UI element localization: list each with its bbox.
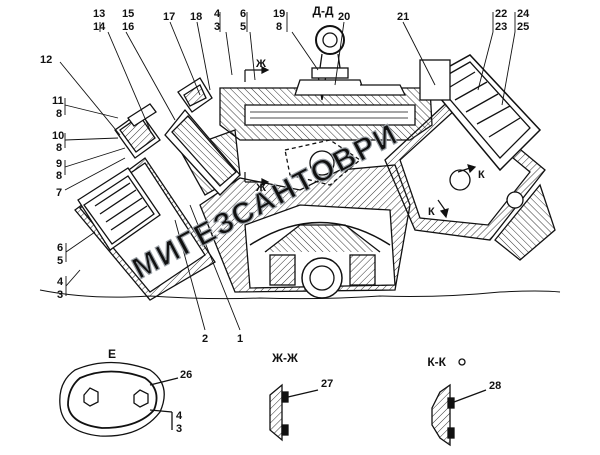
callout-8-c: 8 (56, 170, 62, 182)
callout-18: 18 (190, 11, 202, 23)
cut-marker-zh-top: Ж (255, 58, 266, 70)
callout-12: 12 (40, 54, 52, 66)
callout-13: 13 (93, 8, 105, 20)
callout-8-b: 8 (56, 142, 62, 154)
callout-2: 2 (202, 333, 208, 345)
callout-26: 26 (180, 369, 192, 381)
engine-block-section (39, 25, 561, 301)
callout-5-top: 5 (240, 21, 246, 33)
callout-25: 25 (517, 21, 529, 33)
cut-marker-k-right: К (478, 169, 485, 181)
callout-6-left: 6 (57, 242, 63, 254)
callout-5-left: 5 (57, 255, 63, 267)
callout-8-a: 8 (56, 108, 62, 120)
callout-4-e: 4 (176, 410, 183, 422)
callout-22: 22 (495, 8, 507, 20)
callout-3-e: 3 (176, 423, 182, 435)
section-title-k: К-К (427, 355, 446, 369)
callout-8-top: 8 (276, 21, 282, 33)
callout-3-top: 3 (214, 21, 220, 33)
section-title-zh: Ж-Ж (271, 351, 298, 365)
callout-24: 24 (517, 8, 530, 20)
callout-11: 11 (52, 95, 64, 107)
cut-marker-k-left: К (428, 206, 435, 218)
callout-10: 10 (52, 130, 64, 142)
callout-15: 15 (122, 8, 134, 20)
callout-17: 17 (163, 11, 175, 23)
callout-28: 28 (489, 380, 501, 392)
callout-7: 7 (56, 187, 62, 199)
callout-1: 1 (237, 333, 243, 345)
section-title-e: Е (108, 347, 116, 361)
callout-19: 19 (273, 8, 285, 20)
labels: Д-Д Е Ж-Ж К-К Ж Ж К К 13 14 15 16 17 18 … (40, 4, 530, 435)
callout-14: 14 (93, 21, 106, 33)
callout-27: 27 (321, 378, 333, 390)
section-k-view (431, 358, 487, 447)
circle-marker-icon (458, 358, 466, 366)
section-title-main: Д-Д (312, 4, 334, 18)
section-zh-view (269, 383, 319, 442)
cut-lines (244, 66, 477, 219)
callout-16: 16 (122, 21, 134, 33)
callout-9: 9 (56, 158, 62, 170)
section-e-view (59, 361, 179, 437)
callout-6-top: 6 (240, 8, 246, 20)
callout-23: 23 (495, 21, 507, 33)
cut-marker-zh-bottom: Ж (255, 182, 266, 194)
callout-4-top: 4 (214, 8, 221, 20)
callout-3-left: 3 (57, 289, 63, 301)
callout-4-left: 4 (57, 276, 64, 288)
leader-lines (59, 12, 516, 331)
callout-21: 21 (397, 11, 409, 23)
callout-20: 20 (338, 11, 350, 23)
